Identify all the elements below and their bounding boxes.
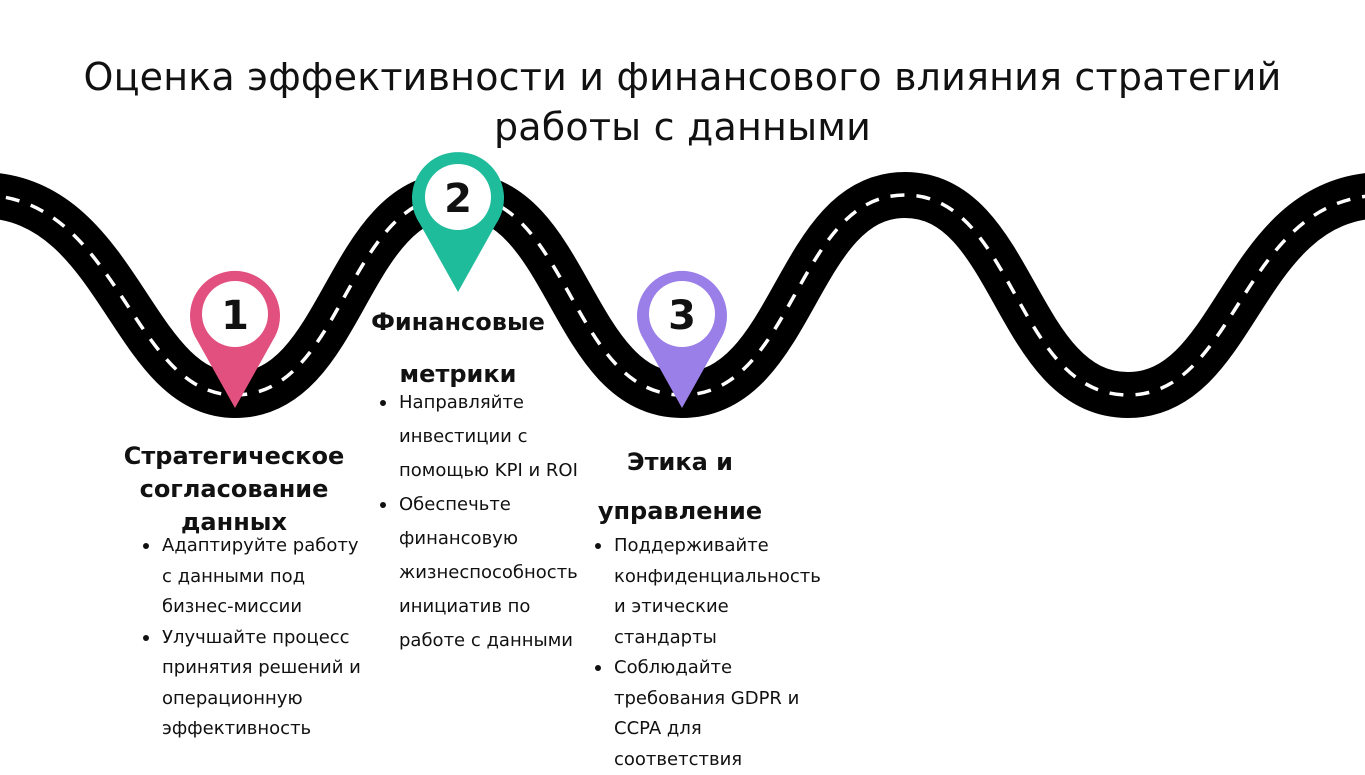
list-item: Направляйте инвестиции с помощью KPI и R…	[377, 386, 592, 488]
pin-2-number: 2	[444, 176, 472, 222]
list-item: Адаптируйте работу с данными под бизнес-…	[140, 531, 370, 623]
step-1-heading: Стратегическое согласование данных	[123, 442, 345, 536]
pin-1-marker: 1	[190, 270, 280, 408]
pin-3-number: 3	[668, 293, 696, 339]
title-line-1: Оценка эффективности и финансового влиян…	[83, 55, 1282, 99]
step-1-bullets: Адаптируйте работу с данными под бизнес-…	[140, 531, 370, 745]
step-3-heading: Этика и управление	[597, 448, 763, 525]
pin-2-marker: 2	[412, 152, 504, 292]
list-item: Улучшайте процесс принятия решений и опе…	[140, 623, 370, 745]
list-item: Обеспечьте финансовую жизнеспособность и…	[377, 488, 592, 658]
list-item: Соблюдайте требования GDPR и CCPA для со…	[592, 653, 832, 775]
list-item: Поддерживайте конфиденциальность и этиче…	[592, 531, 832, 653]
title-line-2: работы с данными	[493, 105, 872, 149]
step-3-bullets: Поддерживайте конфиденциальность и этиче…	[592, 531, 832, 775]
step-2-heading: Финансовые метрики	[371, 308, 545, 388]
pin-3-marker: 3	[637, 270, 727, 408]
pin-1-number: 1	[221, 293, 249, 339]
step-2-bullets: Направляйте инвестиции с помощью KPI и R…	[377, 386, 592, 658]
page-title: Оценка эффективности и финансового влиян…	[0, 52, 1365, 152]
